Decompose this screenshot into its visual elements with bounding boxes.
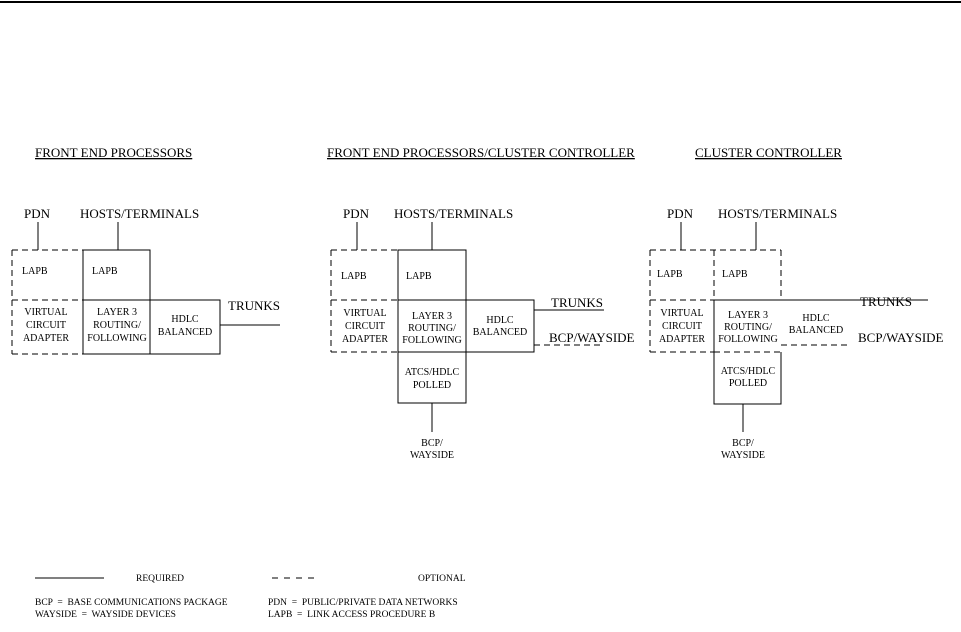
- hdlc-label: HDLC: [802, 313, 830, 324]
- hosts-label: HOSTS/TERMINALS: [394, 206, 513, 221]
- legend-required-label: REQUIRED: [136, 574, 184, 584]
- fepcc-diagram: [330, 222, 604, 432]
- svg-text:BALANCED: BALANCED: [158, 327, 212, 338]
- lapb-label: LAPB: [406, 271, 432, 282]
- vca-label: VIRTUAL: [24, 307, 67, 318]
- legend-bcp-def: BCP = BASE COMMUNICATIONS PACKAGE: [35, 598, 228, 608]
- layer3-label: LAYER 3: [412, 311, 452, 322]
- svg-text:ADAPTER: ADAPTER: [659, 334, 705, 345]
- title-cc: CLUSTER CONTROLLER: [695, 145, 842, 160]
- legend-pdn-def: PDN = PUBLIC/PRIVATE DATA NETWORKS: [268, 598, 458, 608]
- lapb-label: LAPB: [722, 269, 748, 280]
- layer3-label: LAYER 3: [728, 310, 768, 321]
- trunks-label: TRUNKS: [228, 298, 280, 313]
- svg-text:CIRCUIT: CIRCUIT: [662, 321, 702, 332]
- fep-diagram: [11, 222, 280, 355]
- lapb-label: LAPB: [657, 269, 683, 280]
- pdn-label: PDN: [667, 206, 694, 221]
- pdn-label: PDN: [24, 206, 51, 221]
- legend-lapb-def: LAPB = LINK ACCESS PROCEDURE B: [268, 610, 435, 620]
- lapb-label: LAPB: [92, 266, 118, 277]
- svg-text:ROUTING/: ROUTING/: [93, 320, 141, 331]
- svg-text:ROUTING/: ROUTING/: [724, 322, 772, 333]
- hosts-label: HOSTS/TERMINALS: [718, 206, 837, 221]
- legend-wayside-def: WAYSIDE = WAYSIDE DEVICES: [35, 610, 176, 620]
- svg-text:WAYSIDE: WAYSIDE: [410, 450, 454, 461]
- svg-text:FOLLOWING: FOLLOWING: [87, 333, 146, 344]
- svg-text:CIRCUIT: CIRCUIT: [26, 320, 66, 331]
- lapb-label: LAPB: [341, 271, 367, 282]
- svg-text:WAYSIDE: WAYSIDE: [721, 450, 765, 461]
- layer3-label: LAYER 3: [97, 307, 137, 318]
- cc-diagram: [649, 222, 928, 432]
- vca-label: VIRTUAL: [343, 308, 386, 319]
- svg-text:FOLLOWING: FOLLOWING: [718, 334, 777, 345]
- svg-text:BALANCED: BALANCED: [473, 327, 527, 338]
- bcp-bottom-label: BCP/: [421, 438, 443, 449]
- bcp-bottom-label: BCP/: [732, 438, 754, 449]
- svg-text:ADAPTER: ADAPTER: [23, 333, 69, 344]
- trunks-label: TRUNKS: [860, 294, 912, 309]
- svg-text:POLLED: POLLED: [729, 378, 767, 389]
- atcs-label: ATCS/HDLC: [405, 367, 460, 378]
- svg-text:POLLED: POLLED: [413, 380, 451, 391]
- bcp-wayside-label: BCP/WAYSIDE: [858, 330, 944, 345]
- svg-text:ADAPTER: ADAPTER: [342, 334, 388, 345]
- legend-optional-label: OPTIONAL: [418, 574, 466, 584]
- svg-text:CIRCUIT: CIRCUIT: [345, 321, 385, 332]
- svg-text:BALANCED: BALANCED: [789, 325, 843, 336]
- vca-label: VIRTUAL: [660, 308, 703, 319]
- hosts-label: HOSTS/TERMINALS: [80, 206, 199, 221]
- hdlc-label: HDLC: [486, 315, 514, 326]
- title-fepcc: FRONT END PROCESSORS/CLUSTER CONTROLLER: [327, 145, 635, 160]
- svg-text:ROUTING/: ROUTING/: [408, 323, 456, 334]
- pdn-label: PDN: [343, 206, 370, 221]
- title-fep: FRONT END PROCESSORS: [35, 145, 192, 160]
- atcs-label: ATCS/HDLC: [721, 366, 776, 377]
- lapb-label: LAPB: [22, 266, 48, 277]
- hdlc-label: HDLC: [171, 314, 199, 325]
- trunks-label: TRUNKS: [551, 295, 603, 310]
- svg-text:FOLLOWING: FOLLOWING: [402, 335, 461, 346]
- bcp-wayside-label: BCP/WAYSIDE: [549, 330, 635, 345]
